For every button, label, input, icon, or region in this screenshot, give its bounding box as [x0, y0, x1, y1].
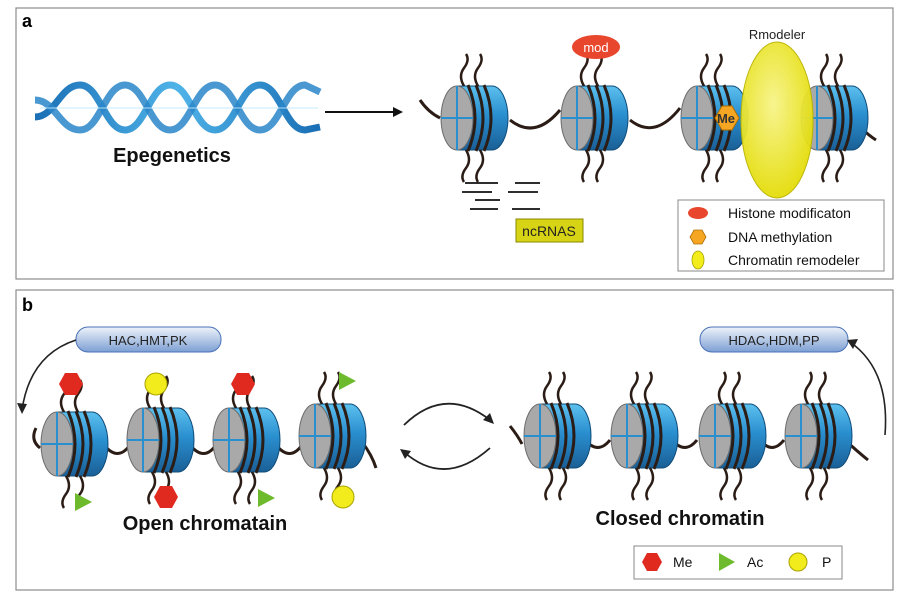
yellow-circle-icon — [788, 552, 808, 572]
mod-label: mod — [583, 40, 608, 55]
histone-modification-marker — [572, 35, 620, 59]
nucleosome — [439, 52, 510, 184]
legend-a-label: Histone modificaton — [728, 205, 851, 221]
legend-a — [677, 199, 885, 272]
p-mark — [144, 372, 168, 396]
writer-enzymes-pill — [75, 326, 222, 353]
nucleosome — [211, 374, 282, 506]
legend-a-label: DNA methylation — [728, 229, 832, 245]
me-mark — [59, 373, 83, 395]
red-ellipse-icon — [688, 207, 708, 219]
left-curved-arrow-icon — [21, 339, 77, 411]
me-mark — [231, 373, 255, 395]
legend-b-label: Ac — [747, 554, 763, 570]
panel-b-frame — [15, 289, 894, 591]
green-triangle-icon — [719, 553, 735, 571]
nucleosome — [783, 370, 854, 502]
panel-a-frame — [15, 7, 894, 280]
ac-mark — [75, 493, 92, 511]
open-chromatin-label: Open chromatain — [123, 513, 287, 535]
panel-b-label: b — [22, 295, 33, 315]
ac-mark — [258, 489, 275, 507]
yellow-ellipse-icon — [691, 250, 705, 270]
nucleosome — [559, 52, 630, 184]
panel-a-label: a — [22, 11, 33, 31]
orange-hexagon-icon — [689, 229, 707, 245]
red-hexagon-icon — [642, 553, 662, 571]
chromatin-remodeler — [740, 41, 814, 199]
legend-a-label: Chromatin remodeler — [728, 252, 860, 268]
ncrna-lines — [462, 182, 540, 210]
equilibrium-arrows-icon — [400, 402, 494, 470]
ncrna-label: ncRNAS — [522, 223, 576, 239]
me-mark — [154, 486, 178, 508]
nucleosome — [39, 378, 110, 510]
nucleosome — [297, 370, 368, 502]
closed-chromatin-label: Closed chromatin — [596, 508, 765, 530]
dna-label: Epegenetics — [113, 145, 231, 167]
nucleosome — [609, 370, 680, 502]
right-curved-arrow-icon — [849, 341, 887, 436]
dna-methylation-marker — [714, 105, 740, 131]
legend-b — [633, 545, 843, 580]
writer-enzymes-label: HAC,HMT,PK — [109, 333, 188, 348]
right-arrow-icon — [325, 107, 403, 117]
me-label: Me — [717, 111, 735, 126]
eraser-enzymes-pill — [699, 326, 849, 353]
nucleosome — [697, 370, 768, 502]
eraser-enzymes-label: HDAC,HDM,PP — [728, 333, 819, 348]
dna-helix-icon — [34, 81, 322, 134]
legend-b-label: Me — [673, 554, 693, 570]
legend-b-label: P — [822, 554, 831, 570]
nucleosome — [522, 370, 593, 502]
remodeler-label: Rmodeler — [749, 27, 806, 42]
ncrna-box — [515, 218, 584, 243]
p-mark — [331, 485, 355, 509]
ac-mark — [339, 372, 356, 390]
nucleosome — [125, 374, 196, 506]
